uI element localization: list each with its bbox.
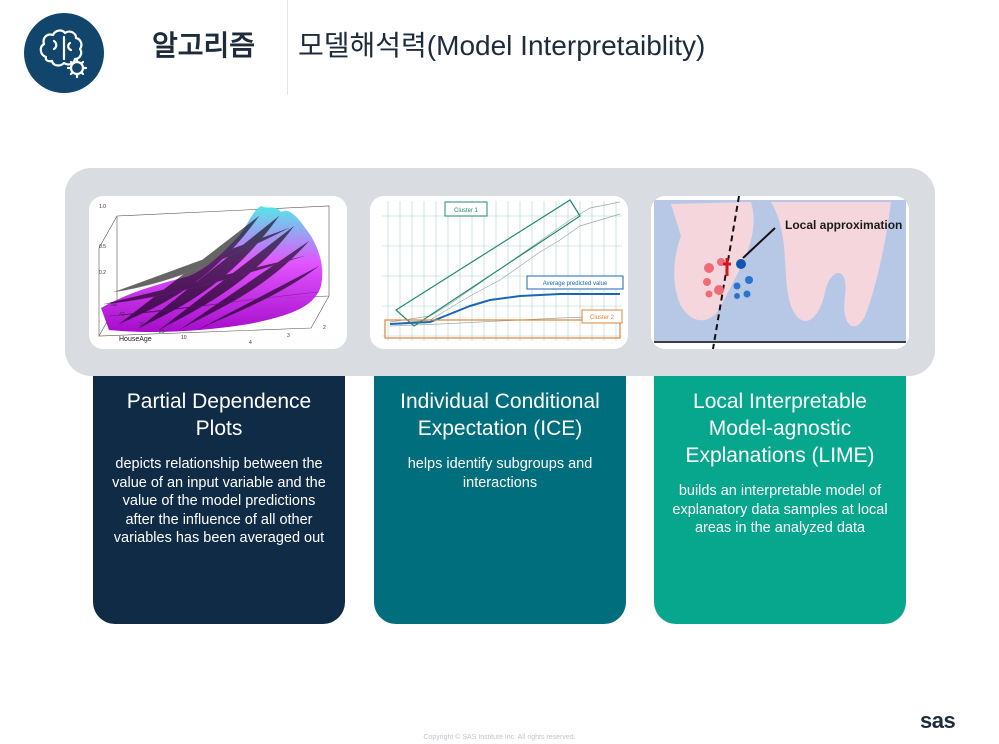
card-lime-title: Local Interpretable Model-agnostic Expla… (685, 390, 875, 467)
lime-label: Local approximation (785, 218, 902, 232)
brain-gear-icon (39, 29, 88, 79)
pdp-tick-z1: 1.0 (99, 204, 106, 210)
card-ice-desc: helps identify subgroups and interaction… (407, 456, 593, 491)
sas-logo: sas (920, 708, 956, 734)
pdp-tick-x2: 40 (119, 312, 125, 318)
pdp-image: 1.0 0.5 0.2 50 40 30 20 10 2 3 4 HouseAg… (89, 196, 347, 349)
pdp-tick-y3: 4 (249, 340, 252, 346)
header-divider (287, 0, 288, 95)
card-ice: Individual Conditional Expectation (ICE)… (374, 376, 626, 624)
pdp-tick-x3: 30 (139, 322, 145, 328)
pdp-tick-y1: 2 (323, 325, 326, 331)
pdp-tick-x4: 20 (159, 329, 165, 335)
page-subtitle: 모델해석력(Model Interpretaiblity) (298, 30, 706, 61)
logo-badge (24, 13, 104, 93)
lime-image: Local approximation (651, 196, 909, 349)
card-lime-desc: builds an interpretable model of explana… (672, 483, 888, 536)
pdp-tick-z3: 0.2 (99, 270, 106, 276)
sas-logo-text: sas (920, 708, 956, 733)
pdp-tick-y2: 3 (287, 333, 290, 339)
card-ice-title: Individual Conditional Expectation (ICE) (400, 390, 600, 440)
ice-avg-label: Average predicted value (543, 281, 608, 287)
pdp-tick-x5: 10 (181, 335, 187, 341)
pdp-tick-z2: 0.5 (99, 244, 106, 250)
card-pdp-desc: depicts relationship between the value o… (112, 456, 326, 546)
ice-image: Cluster 1 Average predicted value Cluste… (370, 196, 628, 349)
ice-cluster1-label: Cluster 1 (454, 208, 479, 214)
page-title: 알고리즘 (152, 30, 256, 61)
card-pdp-title: Partial Dependence Plots (126, 390, 312, 440)
card-lime: Local Interpretable Model-agnostic Expla… (654, 376, 906, 624)
pdp-tick-x1: 50 (111, 302, 117, 308)
pdp-axis-label: HouseAge (119, 336, 152, 343)
ice-cluster2-label: Cluster 2 (590, 315, 615, 321)
card-pdp: Partial Dependence Plots depicts relatio… (93, 376, 345, 624)
copyright-text: Copyright © SAS Institute Inc. All right… (423, 734, 576, 741)
